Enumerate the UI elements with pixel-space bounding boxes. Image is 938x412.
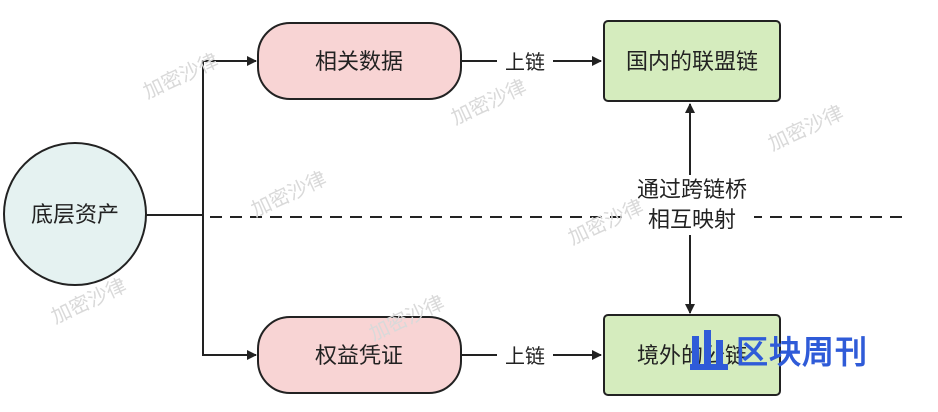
node-rights-certificate [257, 316, 462, 394]
edge-label-upload-bottom: 上链 [505, 344, 545, 368]
logo-mark-icon [690, 328, 730, 372]
bridge-label-line2: 相互映射 [648, 208, 736, 233]
node-rights-certificate-label: 权益凭证 [315, 344, 403, 369]
bridge-label-bg [630, 175, 754, 235]
brand-logo: 区块周刊 [690, 322, 868, 378]
node-domestic-consortium-chain-label: 国内的联盟链 [626, 50, 758, 75]
logo-text: 区块周刊 [736, 333, 869, 371]
edge-asset-to-certificate [202, 215, 257, 360]
edge-label-bg-top [497, 48, 553, 74]
bridge-label-line1: 通过跨链桥 [637, 178, 747, 203]
node-underlying-asset [3, 142, 147, 286]
node-related-data [257, 22, 462, 100]
node-domestic-consortium-chain [603, 20, 781, 102]
edge-label-upload-top: 上链 [505, 50, 545, 74]
node-related-data-label: 相关数据 [315, 50, 403, 75]
edge-asset-to-data [202, 56, 257, 215]
edge-label-bg-bottom [497, 342, 553, 368]
node-underlying-asset-label: 底层资产 [31, 203, 119, 228]
